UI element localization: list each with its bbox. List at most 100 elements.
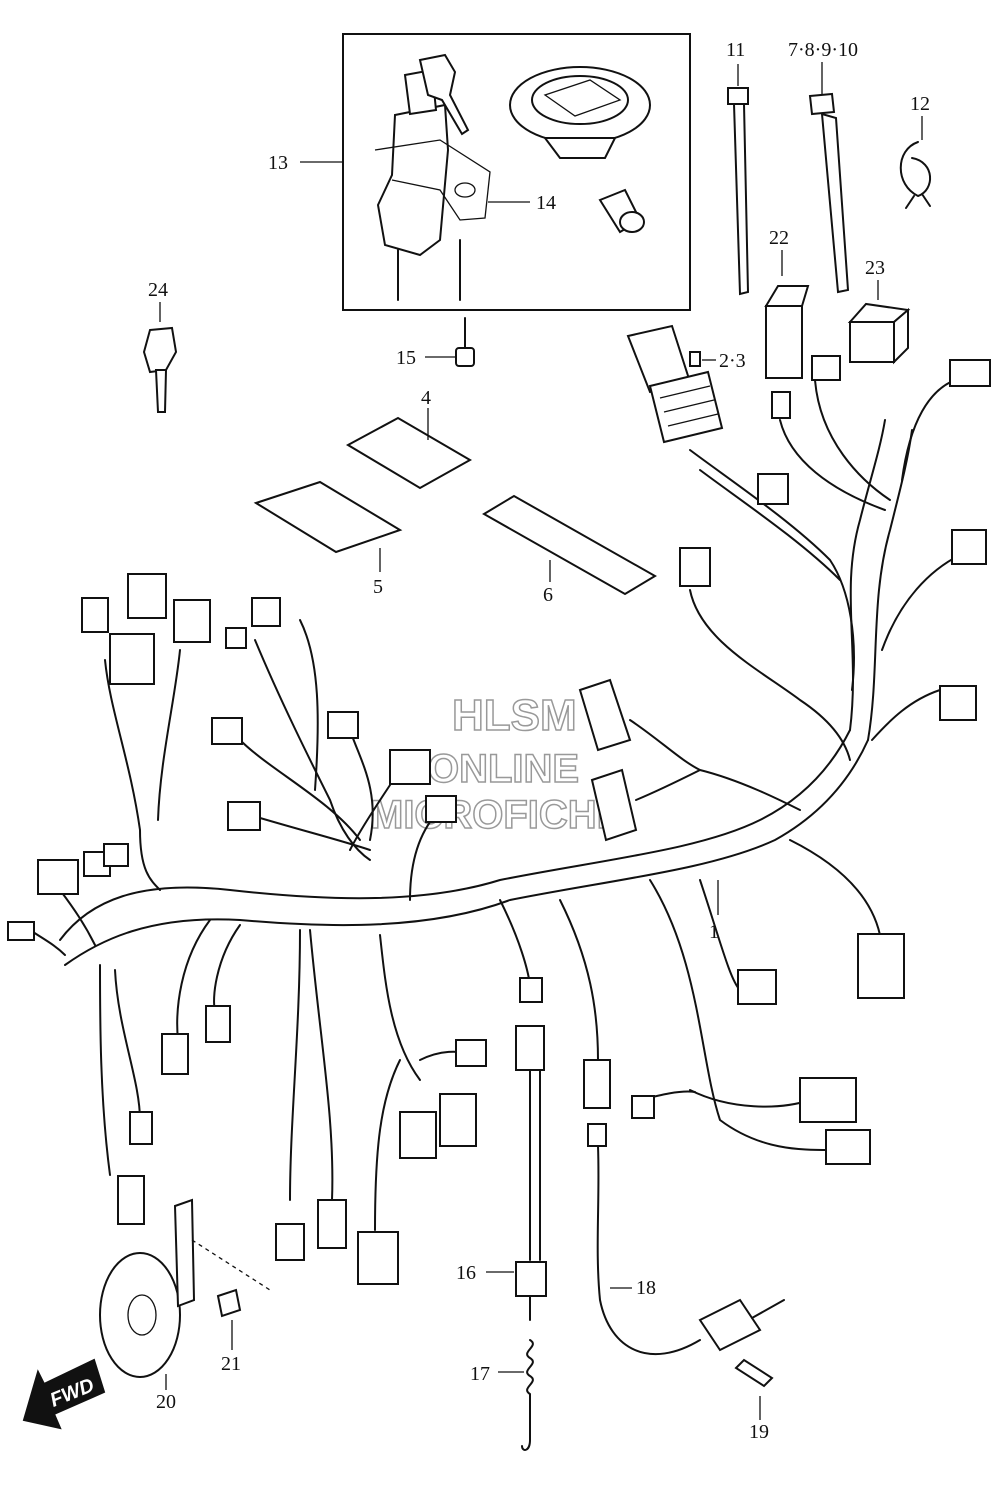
connector-lower-5 — [275, 1223, 305, 1261]
left-branch-7 — [349, 729, 374, 841]
callout-5: 5 — [373, 576, 383, 598]
connector-lower-9 — [439, 1093, 477, 1147]
connector-top-mid-2 — [225, 627, 247, 649]
switch-18-plunger — [751, 1299, 785, 1319]
cable-tie-7-head — [808, 92, 836, 116]
relays — [764, 250, 911, 379]
watermark: HLSM ONLINE MICROFICHE — [369, 690, 624, 838]
connector-fusebox-lead — [679, 547, 711, 587]
ecu-wires — [629, 719, 801, 811]
clip-12 — [899, 141, 932, 209]
spring-17 — [521, 1339, 534, 1451]
main-harness — [29, 379, 961, 1231]
harness-right-branch-b — [867, 429, 913, 741]
lower-branch-a — [176, 919, 211, 1041]
callout-11: 11 — [726, 39, 745, 61]
connector-left-top-2 — [127, 573, 167, 619]
switch-16-body — [515, 1261, 547, 1297]
connectors — [7, 355, 991, 1356]
harness-to-connector-560 — [689, 589, 851, 761]
left-branch-5 — [239, 739, 361, 841]
left-branch-1 — [104, 659, 161, 891]
horn-lead-2 — [114, 969, 141, 1121]
connector-lower-7 — [357, 1231, 399, 1285]
fuel-cap-center — [531, 75, 629, 125]
left-branch-4 — [299, 619, 319, 791]
callout-4: 4 — [421, 387, 431, 409]
lower-branch-b — [213, 924, 241, 1011]
connector-lower-10 — [455, 1039, 487, 1067]
left-side-connector-lead — [29, 929, 66, 956]
connector-left-3 — [103, 843, 129, 867]
lower-branch-c — [289, 929, 301, 1201]
clamps — [727, 62, 932, 296]
callout-16: 16 — [456, 1262, 476, 1284]
left-branch-3 — [254, 639, 371, 861]
connector-mid-1 — [211, 717, 243, 745]
horn-bracket-dash — [191, 1239, 271, 1291]
connector-left-1 — [37, 859, 79, 895]
pads — [253, 408, 657, 596]
callout-1: 1 — [709, 921, 719, 943]
pad-6 — [482, 494, 657, 596]
harness-to-right-ends — [789, 839, 881, 936]
connector-lower-6 — [317, 1199, 347, 1249]
callout-23: 23 — [865, 257, 885, 279]
lower-branch-i — [559, 899, 599, 1061]
connector-lower-3 — [129, 1111, 153, 1145]
callout-6: 6 — [543, 584, 553, 606]
callout-24: 24 — [148, 279, 168, 301]
connector-right-4 — [939, 685, 977, 721]
bolt-19 — [734, 1358, 774, 1388]
connector-lower-1 — [161, 1033, 189, 1075]
ecu-connector-lower — [590, 768, 638, 842]
relay-22 — [765, 305, 803, 379]
lower-branch-e — [379, 934, 421, 1081]
callout-17: 17 — [470, 1363, 490, 1385]
connector-mid-2 — [327, 711, 359, 739]
bracket-hole — [454, 182, 476, 198]
cable-tie-7-strap — [820, 112, 850, 294]
switch-18-body — [698, 1298, 762, 1352]
screw-head — [455, 347, 475, 367]
screw-15 — [425, 317, 475, 367]
callout-13: 13 — [268, 152, 288, 174]
lower-branch-h — [499, 899, 531, 986]
harness-to-mid-connector — [699, 879, 741, 991]
watermark-line-1: HLSM — [452, 691, 577, 740]
ignition-switch-body — [376, 103, 450, 257]
connector-right-1 — [949, 359, 991, 387]
fuel-cap-lid — [543, 79, 622, 117]
callout-19: 19 — [749, 1421, 769, 1443]
connector-lower-12 — [515, 1025, 545, 1071]
ecu-connector-upper — [578, 678, 632, 752]
callout-7-10: 7·8·9·10 — [788, 39, 858, 61]
lower-branch-j — [649, 879, 831, 1151]
relay-22-top — [764, 285, 810, 307]
connector-relay23-lead — [811, 355, 841, 381]
callout-2-3: 2·3 — [719, 350, 746, 372]
cable-tie-11-head — [727, 87, 749, 105]
left-cluster-lead — [59, 889, 96, 946]
connector-right-2 — [757, 473, 789, 505]
connector-relay22-lead — [771, 391, 791, 419]
callout-21: 21 — [221, 1353, 241, 1375]
connector-right-5 — [857, 933, 905, 999]
callout-20: 20 — [156, 1391, 176, 1413]
connector-top-mid-1 — [251, 597, 281, 627]
harness-to-connector-540 — [881, 554, 961, 651]
cable-tie-11-strap — [732, 103, 750, 296]
key-24 — [142, 302, 178, 413]
callout-18: 18 — [636, 1277, 656, 1299]
fwd-arrow-shape — [22, 1358, 106, 1430]
connector-left-top-3 — [173, 599, 211, 643]
harness-to-connector-700 — [871, 689, 941, 741]
harness-to-right-connector — [901, 379, 956, 481]
connector-lower-8 — [399, 1111, 437, 1159]
connector-right-3 — [951, 529, 987, 565]
brake-light-switch — [486, 1261, 547, 1451]
connector-lower-16 — [799, 1077, 857, 1123]
connector-mid-5 — [227, 801, 261, 831]
connector-lower-15 — [631, 1095, 655, 1119]
